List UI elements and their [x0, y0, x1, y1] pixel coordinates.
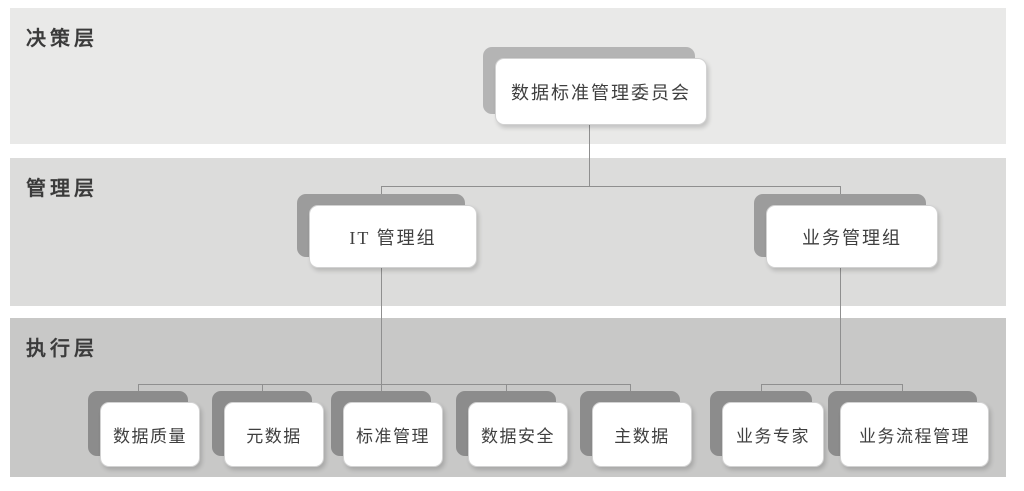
node-data-quality: 数据质量 [88, 391, 200, 467]
node-data-quality-label: 数据质量 [113, 427, 187, 446]
band-label-execution: 执行层 [26, 338, 98, 360]
node-biz-group-label: 业务管理组 [802, 227, 902, 248]
node-biz-expert-card: 业务专家 [722, 402, 824, 467]
connector-committee-drop [589, 125, 590, 187]
node-biz-expert-label: 业务专家 [736, 427, 810, 446]
node-master-data: 主数据 [580, 391, 692, 467]
node-it-group-card: IT 管理组 [309, 205, 477, 268]
node-data-security-label: 数据安全 [481, 427, 555, 446]
band-label-decision: 决策层 [26, 28, 98, 50]
node-biz-group: 业务管理组 [754, 194, 938, 268]
node-data-security-card: 数据安全 [468, 402, 568, 467]
node-biz-expert: 业务专家 [710, 391, 824, 467]
node-biz-process-mgmt-label: 业务流程管理 [859, 427, 970, 446]
connector-it-children-horizontal [138, 384, 631, 385]
band-label-management: 管理层 [26, 178, 98, 200]
node-standard-mgmt-label: 标准管理 [356, 427, 430, 446]
connector-biz-children-horizontal [761, 384, 903, 385]
node-master-data-label: 主数据 [614, 427, 670, 446]
node-biz-group-card: 业务管理组 [766, 205, 938, 268]
node-data-quality-card: 数据质量 [100, 402, 200, 467]
node-it-group: IT 管理组 [297, 194, 477, 268]
node-data-security: 数据安全 [456, 391, 568, 467]
node-it-group-label: IT 管理组 [349, 227, 437, 248]
node-metadata-card: 元数据 [224, 402, 324, 467]
connector-it-drop [381, 268, 382, 402]
node-biz-process-mgmt-card: 业务流程管理 [840, 402, 989, 467]
node-standard-mgmt-card: 标准管理 [343, 402, 443, 467]
node-committee: 数据标准管理委员会 [483, 47, 707, 125]
node-committee-label: 数据标准管理委员会 [511, 82, 691, 103]
node-biz-process-mgmt: 业务流程管理 [828, 391, 989, 467]
node-master-data-card: 主数据 [592, 402, 692, 467]
node-standard-mgmt: 标准管理 [331, 391, 443, 467]
connector-groups-horizontal [381, 186, 841, 187]
node-metadata: 元数据 [212, 391, 324, 467]
node-committee-card: 数据标准管理委员会 [495, 58, 707, 125]
node-metadata-label: 元数据 [246, 427, 302, 446]
connector-biz-drop [840, 268, 841, 384]
